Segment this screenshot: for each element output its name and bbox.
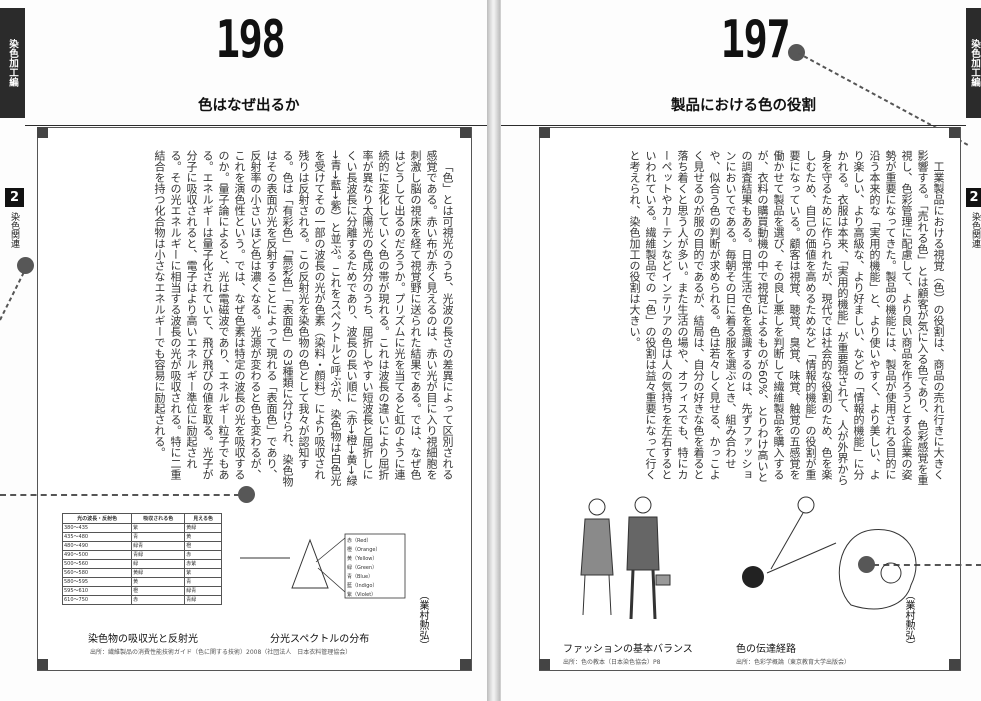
- figure-caption: 分光スペクトルの分布: [270, 634, 370, 645]
- spectrum-label: 緑（Green）: [347, 565, 378, 571]
- table-header: 光の波長・反射色: [61, 513, 133, 524]
- callout-line-horizontal: [0, 494, 240, 496]
- page-number: 198: [215, 10, 286, 70]
- table-cell: 赤紫: [184, 559, 222, 569]
- table-cell: 青: [131, 532, 186, 542]
- header-rule: [501, 125, 966, 126]
- figure-caption: 染色物の吸収光と反射光: [88, 634, 198, 645]
- table-header: 吸収される色: [131, 513, 186, 524]
- prism-diagram: [240, 533, 406, 599]
- figure-caption: 色の伝達経路: [736, 644, 796, 655]
- table-header: 見える色: [184, 513, 222, 524]
- book-gutter: [487, 0, 500, 701]
- callout-line-horizontal: [873, 564, 981, 566]
- callout-dot: [17, 257, 34, 274]
- table-cell: 橙: [131, 586, 186, 596]
- table-cell: 緑青: [131, 541, 186, 551]
- table-cell: 赤: [184, 550, 222, 560]
- figure-source: 出所：繊維製品の消費性能技術ガイド（色に関する技術）2008（社団法人 日本衣料…: [90, 649, 352, 656]
- table-cell: 黄緑: [131, 568, 186, 578]
- page-title: 色はなぜ出るか: [198, 98, 300, 114]
- table-cell: 560〜580: [61, 568, 133, 578]
- frame-corner: [949, 659, 960, 670]
- page-number: 197: [720, 10, 791, 70]
- side-tab: 染色加工編: [966, 8, 981, 118]
- figure-source: 出所：色彩学概論（東京教育大学出版会）: [736, 659, 851, 666]
- callout-dot: [238, 486, 255, 503]
- table-cell: 青緑: [184, 595, 222, 605]
- body-paragraph: 工業製品における視覚（色）の役割は、商品の売れ行きに大きく影響する。「売れる色」…: [628, 150, 945, 486]
- table-cell: 赤: [131, 595, 186, 605]
- spectrum-label: 橙（Orange）: [347, 547, 381, 553]
- header-rule: [25, 125, 487, 126]
- callout-dot: [788, 44, 805, 61]
- figure-caption: ファッションの基本バランス: [563, 644, 693, 655]
- table-cell: 610〜750: [61, 595, 133, 605]
- table-cell: 380〜435: [61, 523, 133, 533]
- table-cell: 黄緑: [184, 523, 222, 533]
- author: （業村勲弘）: [903, 590, 914, 650]
- frame-corner: [37, 659, 48, 670]
- figure-source: 出所：色の教本（日本染色協会）P8: [563, 659, 661, 666]
- table-cell: 青: [184, 577, 222, 587]
- spectrum-label: 紫（Violet）: [347, 592, 377, 598]
- frame-corner: [539, 659, 550, 670]
- body-text: 工業製品における視覚（色）の役割は、商品の売れ行きに大きく影響する。「売れる色」…: [561, 150, 946, 490]
- table-cell: 紫: [184, 568, 222, 578]
- chapter-label: 染色関連: [9, 212, 19, 248]
- frame-corner: [949, 127, 960, 138]
- page-title: 製品における色の役割: [671, 98, 816, 114]
- table-cell: 490〜500: [61, 550, 133, 560]
- left-page: 染色加工編 198 色はなぜ出るか 2 染色関連 「色」とは可視光のうち、光波の…: [0, 0, 488, 701]
- right-page: 197 製品における色の役割 染色加工編 2 染色関連 工業製品における視覚（色…: [500, 0, 981, 701]
- chapter-number: 2: [5, 188, 24, 207]
- table-cell: 480〜490: [61, 541, 133, 551]
- table-cell: 435〜480: [61, 532, 133, 542]
- side-tab: 染色加工編: [0, 8, 25, 118]
- table-cell: 500〜560: [61, 559, 133, 569]
- body-text: 「色」とは可視光のうち、光波の長さの差異によって区別される感覚である。赤い布が赤…: [60, 150, 455, 490]
- fashion-figure: [580, 496, 671, 620]
- table-cell: 595〜610: [61, 586, 133, 596]
- table-cell: 黄: [131, 577, 186, 587]
- table-cell: 緑青: [184, 586, 222, 596]
- spectrum-label: 藍（Indigo）: [347, 583, 378, 589]
- frame-corner: [460, 659, 471, 670]
- spectrum-label: 青（Blue）: [347, 574, 374, 580]
- body-paragraph: 「色」とは可視光のうち、光波の長さの差異によって区別される感覚である。赤い布が赤…: [153, 150, 454, 487]
- callout-dot: [858, 556, 875, 573]
- table-cell: 緑: [131, 559, 186, 569]
- color-path-figure: [742, 496, 917, 610]
- chapter-label: 染色関連: [970, 212, 980, 248]
- author: （業村勲弘）: [417, 590, 428, 650]
- frame-corner: [460, 127, 471, 138]
- callout-line: [0, 269, 26, 321]
- table-cell: 橙: [184, 541, 222, 551]
- spectrum-label: 赤（Red）: [347, 538, 372, 544]
- chapter-number: 2: [966, 188, 981, 207]
- table-cell: 青緑: [131, 550, 186, 560]
- table-cell: 黄: [184, 532, 222, 542]
- table-cell: 580〜595: [61, 577, 133, 587]
- spectrum-label: 黄（Yellow）: [347, 556, 378, 562]
- spectrum-labels: 赤（Red） 橙（Orange） 黄（Yellow） 緑（Green） 青（Blue） 藍…: [347, 537, 405, 600]
- table-cell: 紫: [131, 523, 186, 533]
- frame-corner: [539, 127, 550, 138]
- frame-corner: [37, 127, 48, 138]
